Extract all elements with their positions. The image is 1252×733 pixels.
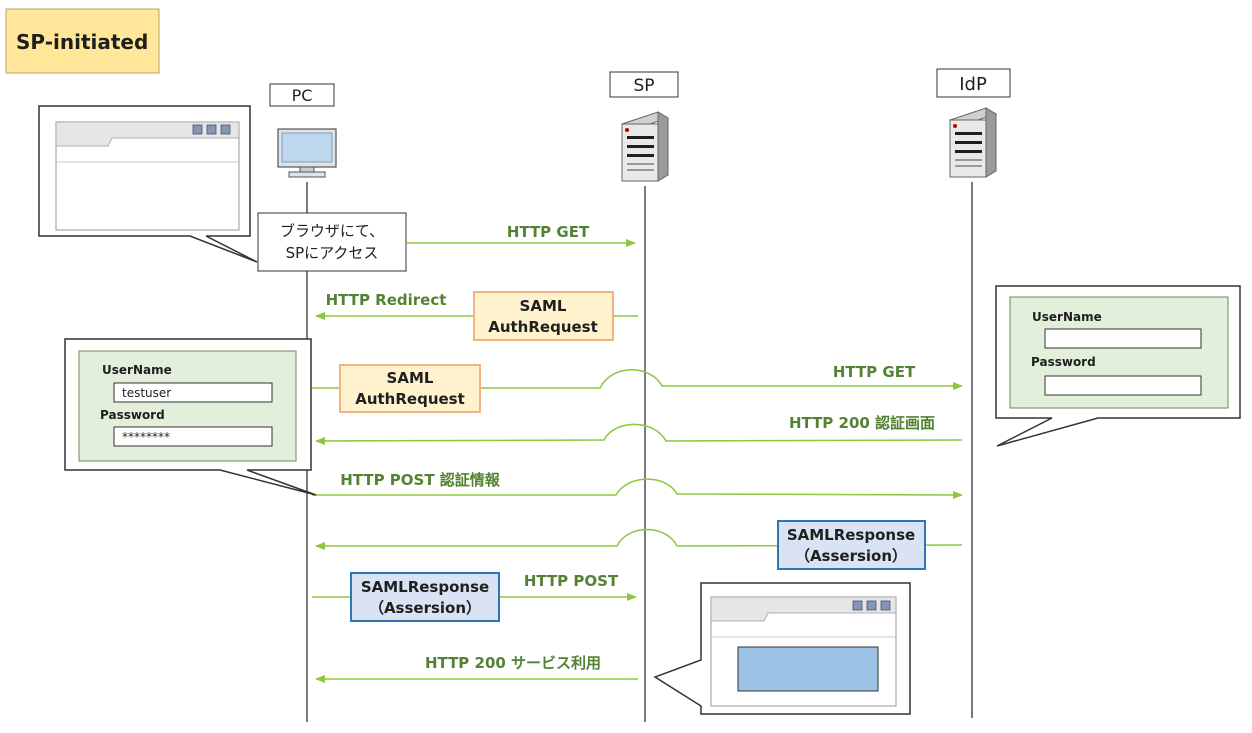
msg-http-post-credentials: HTTP POST 認証情報 xyxy=(340,471,501,489)
saml-response-box-2: SAMLResponse （Assersion） xyxy=(350,572,500,622)
saml-authrequest-box-2: SAML AuthRequest xyxy=(339,364,481,413)
window-maximize-icon xyxy=(206,124,217,135)
window-close-icon xyxy=(220,124,231,135)
arrow-idp-to-pc-response xyxy=(315,528,963,550)
svg-text:SAML: SAML xyxy=(520,297,567,315)
window-minimize-icon xyxy=(192,124,203,135)
sp-server-icon xyxy=(620,111,670,182)
title-box: SP-initiated xyxy=(5,8,160,74)
actor-idp: IdP xyxy=(936,68,1011,98)
window-close-icon xyxy=(880,600,891,611)
saml-response-box-1: SAMLResponse （Assersion） xyxy=(777,520,926,570)
title-text: SP-initiated xyxy=(16,30,148,54)
svg-text:（Assersion）: （Assersion） xyxy=(369,599,481,617)
empty-username-input xyxy=(1044,328,1202,349)
svg-text:AuthRequest: AuthRequest xyxy=(355,390,465,408)
login-callout-empty: UserName Password xyxy=(995,285,1241,447)
msg-http-200-service: HTTP 200 サービス利用 xyxy=(425,654,601,672)
empty-username-label: UserName xyxy=(1032,310,1102,324)
svg-text:AuthRequest: AuthRequest xyxy=(488,318,598,336)
svg-text:SAMLResponse: SAMLResponse xyxy=(787,526,915,544)
arrow-pc-to-idp-post xyxy=(312,478,963,499)
actor-idp-label: IdP xyxy=(959,74,987,95)
msg-http-200-login: HTTP 200 認証画面 xyxy=(789,414,935,432)
login-callout-filled: UserName testuser Password ******** xyxy=(64,338,317,496)
access-note-line2: SPにアクセス xyxy=(286,244,379,262)
actor-pc-label: PC xyxy=(292,86,313,105)
service-content-area xyxy=(737,646,879,692)
browser-callout-service xyxy=(653,582,911,715)
actor-sp: SP xyxy=(609,71,679,98)
msg-http-redirect: HTTP Redirect xyxy=(326,291,447,309)
saml-authrequest-box-1: SAML AuthRequest xyxy=(473,291,614,341)
filled-username-value: testuser xyxy=(122,386,171,400)
svg-text:（Assersion）: （Assersion） xyxy=(795,547,907,565)
arrow-idp-to-pc-login-page xyxy=(315,423,963,445)
actor-pc: PC xyxy=(269,83,335,107)
arrow-pc-to-idp-get xyxy=(312,369,963,390)
filled-username-label: UserName xyxy=(102,363,172,377)
msg-http-post-sp: HTTP POST xyxy=(524,572,619,590)
monitor-icon xyxy=(277,128,337,178)
window-maximize-icon xyxy=(866,600,877,611)
access-note-line1: ブラウザにて、 xyxy=(280,222,384,240)
filled-password-value: ******** xyxy=(122,430,170,444)
svg-text:SAML: SAML xyxy=(387,369,434,387)
access-note: ブラウザにて、 SPにアクセス xyxy=(257,212,407,272)
browser-callout-empty xyxy=(38,105,258,263)
msg-http-get-sp: HTTP GET xyxy=(507,223,590,241)
empty-password-input xyxy=(1044,375,1202,396)
actor-sp-label: SP xyxy=(633,76,654,96)
idp-server-icon xyxy=(948,107,998,178)
msg-http-get-idp: HTTP GET xyxy=(833,363,916,381)
empty-password-label: Password xyxy=(1031,355,1096,369)
filled-password-label: Password xyxy=(100,408,165,422)
filled-password-input xyxy=(113,426,273,447)
window-minimize-icon xyxy=(852,600,863,611)
svg-text:SAMLResponse: SAMLResponse xyxy=(361,578,489,596)
filled-username-input xyxy=(113,382,273,403)
